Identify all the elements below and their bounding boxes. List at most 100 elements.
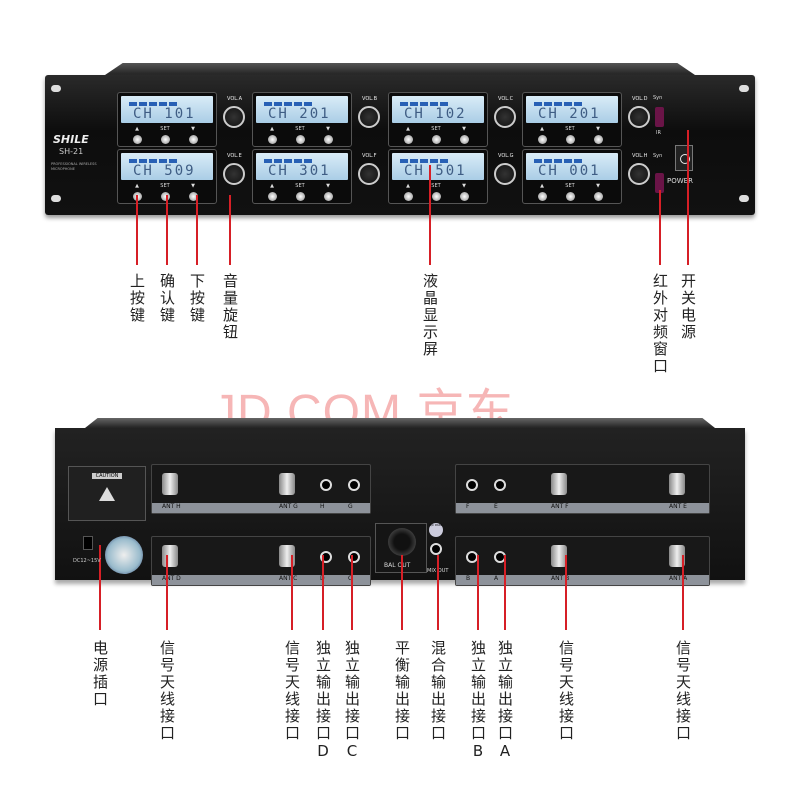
volume-knob[interactable] (358, 163, 380, 185)
up-button[interactable] (404, 135, 413, 144)
callout-line (291, 555, 293, 630)
callout-line (429, 165, 431, 265)
volume-knob[interactable] (223, 163, 245, 185)
down-button[interactable] (324, 192, 333, 201)
connector-label: ANT C (279, 575, 298, 582)
button-label: ▼ (326, 183, 330, 189)
volume-knob[interactable] (494, 106, 516, 128)
lcd-display: CH 102 (392, 96, 484, 123)
volume-knob[interactable] (628, 163, 650, 185)
channel-readout: CH 101 (133, 106, 196, 122)
receiver-front-panel: SHILE SH-21 PROFESSIONAL WIRELESS MICROP… (45, 63, 755, 215)
ir-sync-window[interactable] (655, 107, 664, 127)
set-button[interactable] (296, 192, 305, 201)
channel-readout: CH 001 (538, 163, 601, 179)
connector-label: C (348, 575, 352, 582)
ir-sync-window[interactable] (655, 173, 664, 193)
output-jack[interactable] (348, 479, 360, 491)
set-button[interactable] (161, 192, 170, 201)
callout-line (229, 195, 231, 265)
volume-knob[interactable] (358, 106, 380, 128)
volume-knob[interactable] (628, 106, 650, 128)
set-button[interactable] (296, 135, 305, 144)
lcd-display: CH 001 (526, 153, 618, 180)
volume-knob[interactable] (223, 106, 245, 128)
certification-seal (105, 536, 143, 574)
volume-label: VOL.E (227, 153, 242, 159)
callout-label: 独立输出接口B (469, 640, 487, 762)
up-button[interactable] (538, 135, 547, 144)
volume-label: VOL.G (498, 153, 514, 159)
output-jack[interactable] (466, 479, 478, 491)
mix-out-jack[interactable] (430, 543, 442, 555)
up-button[interactable] (538, 192, 547, 201)
level-meter (129, 102, 179, 106)
antenna-bnc-connector[interactable] (162, 545, 178, 567)
channel-unit: CH 301▲SET▼ (252, 149, 352, 204)
callout-line (504, 555, 506, 630)
up-button[interactable] (268, 192, 277, 201)
output-jack[interactable] (348, 551, 360, 563)
button-label: ▼ (596, 183, 600, 189)
up-button[interactable] (133, 135, 142, 144)
channel-readout: CH 301 (268, 163, 331, 179)
volume-label: VOL.D (632, 96, 648, 102)
callout-label: 电源插口 (91, 640, 109, 708)
button-label: ▼ (462, 183, 466, 189)
callout-label: 音量旋钮 (221, 273, 239, 341)
callout-line (437, 555, 439, 630)
down-button[interactable] (594, 192, 603, 201)
antenna-bnc-connector[interactable] (669, 473, 685, 495)
callout-line (565, 555, 567, 630)
channel-unit: CH 001▲SET▼ (522, 149, 622, 204)
connector-label: B (466, 575, 471, 582)
set-button[interactable] (566, 135, 575, 144)
volume-label: VOL.B (362, 96, 378, 102)
connector-label: ANT B (551, 575, 570, 582)
volume-knob[interactable] (494, 163, 516, 185)
down-button[interactable] (460, 135, 469, 144)
callout-line (136, 195, 138, 265)
xlr-connector[interactable] (388, 528, 416, 556)
down-button[interactable] (594, 135, 603, 144)
callout-label: 开关电源 (679, 273, 697, 341)
set-button[interactable] (161, 135, 170, 144)
callout-label: 独立输出接口D (314, 640, 332, 762)
connector-label: A (494, 575, 499, 582)
up-button[interactable] (268, 135, 277, 144)
callout-line (659, 190, 661, 265)
down-button[interactable] (324, 135, 333, 144)
dc-power-jack[interactable] (83, 536, 93, 550)
down-button[interactable] (460, 192, 469, 201)
set-button[interactable] (432, 192, 441, 201)
button-label: ▲ (270, 126, 274, 132)
set-button[interactable] (432, 135, 441, 144)
level-meter (264, 159, 314, 163)
volume-label: VOL.H (632, 153, 648, 159)
antenna-bnc-connector[interactable] (162, 473, 178, 495)
power-switch[interactable] (675, 145, 693, 171)
antenna-bnc-connector[interactable] (551, 545, 567, 567)
channel-unit: CH 201▲SET▼ (522, 92, 622, 147)
connector-label: F (466, 503, 470, 510)
antenna-bnc-connector[interactable] (669, 545, 685, 567)
channel-unit: CH 501▲SET▼ (388, 149, 488, 204)
channel-unit: CH 102▲SET▼ (388, 92, 488, 147)
volume-label: VOL.A (227, 96, 243, 102)
down-button[interactable] (189, 135, 198, 144)
antenna-bnc-connector[interactable] (551, 473, 567, 495)
front-faceplate: SHILE SH-21 PROFESSIONAL WIRELESS MICROP… (45, 75, 755, 215)
output-jack[interactable] (494, 479, 506, 491)
button-label: SET (431, 126, 441, 132)
down-button[interactable] (189, 192, 198, 201)
callout-line (401, 555, 403, 630)
output-jack[interactable] (320, 479, 332, 491)
volume-label: VOL.C (498, 96, 514, 102)
up-button[interactable] (404, 192, 413, 201)
button-label: ▼ (191, 183, 195, 189)
callout-line (322, 555, 324, 630)
antenna-bnc-connector[interactable] (279, 473, 295, 495)
set-button[interactable] (566, 192, 575, 201)
lcd-display: CH 201 (256, 96, 348, 123)
